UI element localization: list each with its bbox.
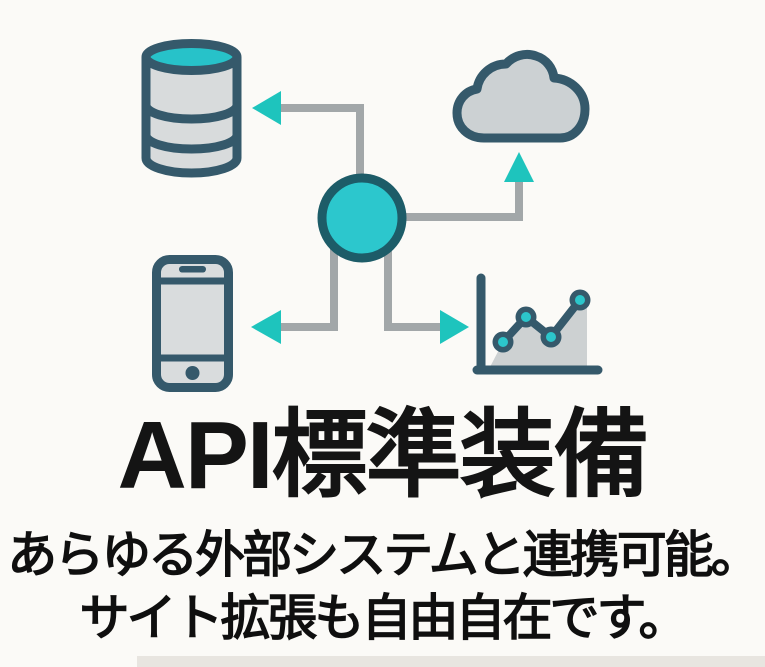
arrow-left-to-smartphone-icon — [251, 310, 281, 344]
cloud-icon — [452, 49, 590, 143]
chart-line — [500, 297, 584, 345]
smartphone-icon — [152, 255, 233, 392]
chart-area-fill — [490, 300, 587, 367]
chart-data-points — [492, 289, 591, 353]
arrowheads — [251, 91, 534, 344]
line-chart-icon — [472, 273, 603, 375]
integration-diagram — [141, 39, 603, 392]
connector-to-cloud — [398, 178, 523, 221]
database-icon — [141, 39, 242, 178]
page-title: API標準装備 — [117, 402, 649, 509]
connector-to-smartphone — [280, 235, 338, 331]
subtitle-line-1: あらゆる外部システムと連携可能。 — [7, 527, 761, 583]
connector-lines — [280, 104, 523, 331]
bottom-edge-strip — [137, 656, 765, 667]
arrow-right-to-chart-icon — [440, 310, 469, 344]
phone-home-button — [185, 366, 200, 380]
connector-to-chart — [384, 235, 441, 331]
arrow-left-to-database-icon — [252, 91, 281, 125]
subtitle-line-2: サイト拡張も自由自在です。 — [79, 590, 689, 646]
subtitle: あらゆる外部システムと連携可能。 サイト拡張も自由自在です。 — [0, 524, 765, 650]
phone-speaker — [179, 266, 206, 273]
chart-axes — [472, 273, 603, 375]
arrow-up-to-cloud-icon — [504, 152, 534, 182]
connector-to-database — [280, 104, 364, 205]
hub-circle — [317, 173, 407, 263]
